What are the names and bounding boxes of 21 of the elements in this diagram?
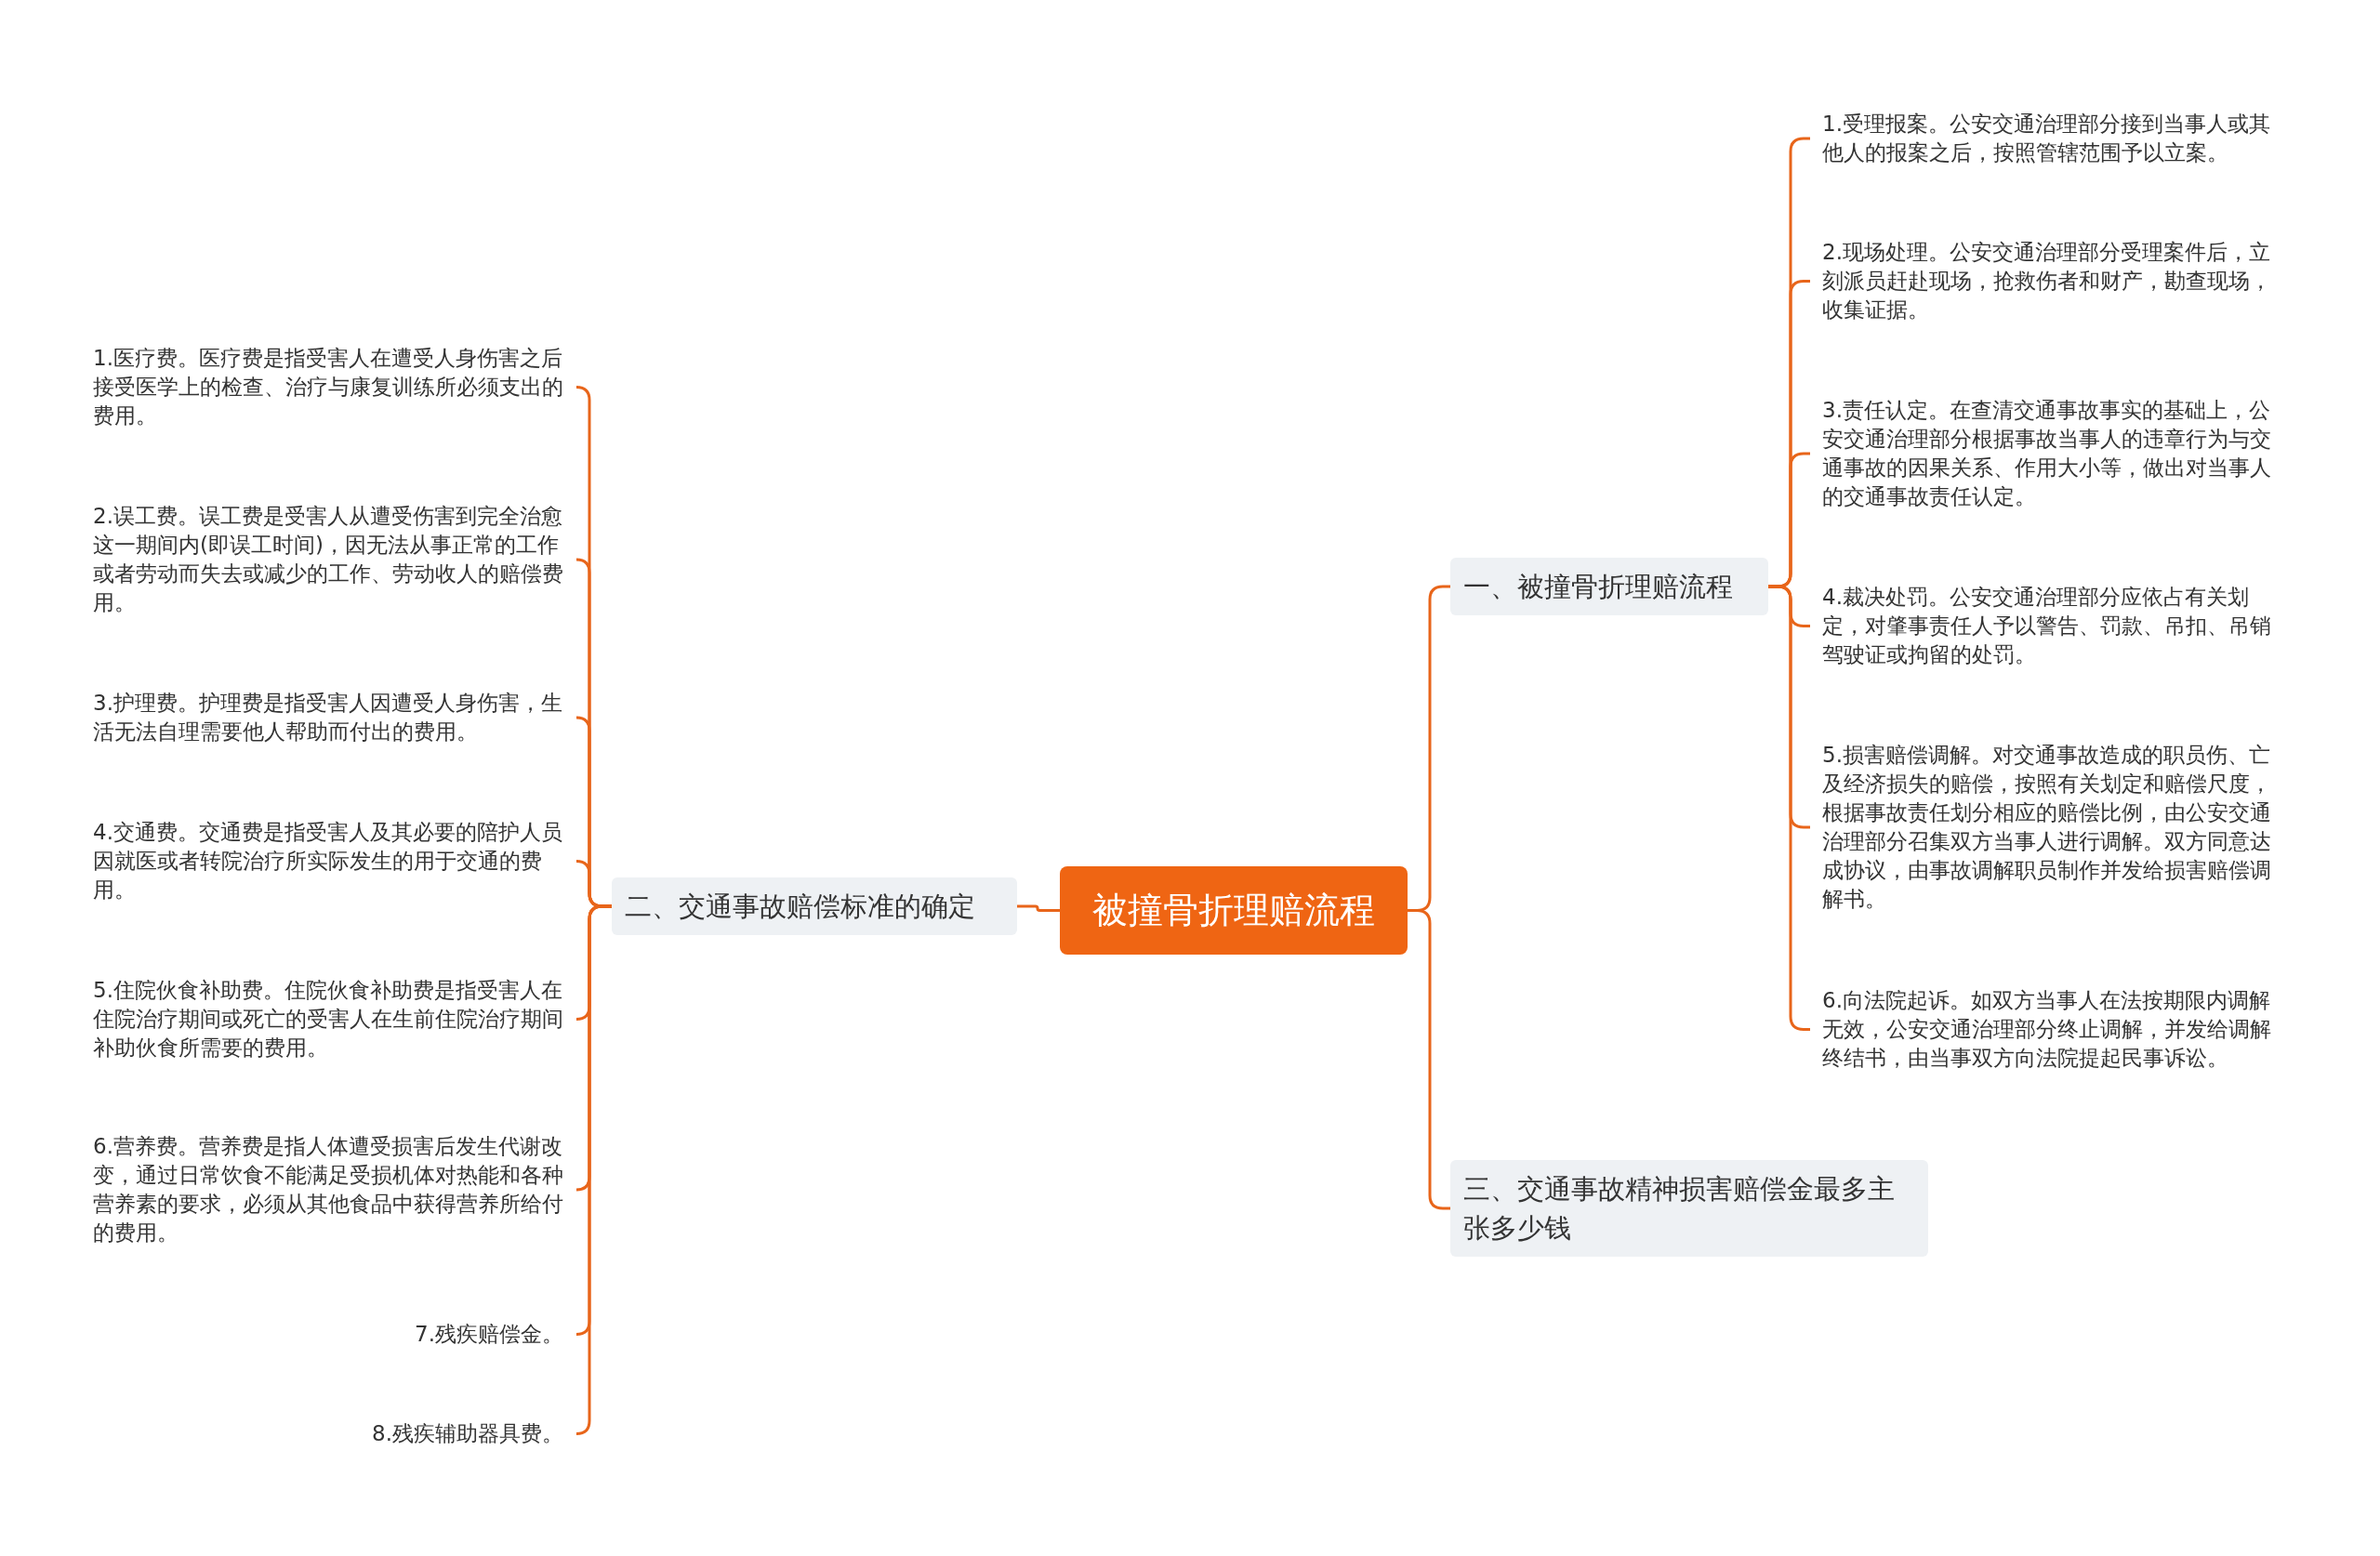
subtopic-text: 5.住院伙食补助费。住院伙食补助费是指受害人在住院治疗期间或死亡的受害人在生前住院治疗期间补助伙食所需要的费用。	[93, 976, 576, 1062]
central-topic-box: 被撞骨折理赔流程	[1060, 866, 1408, 955]
subtopic-text: 7.残疾赔偿金。	[415, 1320, 576, 1349]
subtopic-text: 4.交通费。交通费是指受害人及其必要的陪护人员因就医或者转院治疗所实际发生的用于交通的费用。	[93, 818, 576, 904]
subtopic-text: 1.受理报案。公安交通治理部分接到当事人或其他人的报案之后，按照管辖范围予以立案。	[1810, 110, 2286, 167]
connector-line	[1017, 904, 1060, 912]
subtopic-text: 3.责任认定。在查清交通事故事实的基础上，公安交通治理部分根据事故当事人的违章行为与交通事故的因果关系、作用大小等，做出对当事人的交通事故责任认定。	[1810, 396, 2286, 511]
subtopic-text: 6.向法院起诉。如双方当事人在法按期限内调解无效，公安交通治理部分终止调解，并发给调解终结书，由当事双方向法院提起民事诉讼。	[1810, 986, 2286, 1073]
connector-line	[1408, 909, 1450, 1210]
subtopic-text: 8.残疾辅助器具费。	[372, 1419, 576, 1448]
subtopic-text: 1.医疗费。医疗费是指受害人在遭受人身伤害之后接受医学上的检查、治疗与康复训练所必须支出的费用。	[93, 344, 576, 430]
topic-box: 三、交通事故精神损害赔偿金最多主张多少钱	[1450, 1160, 1928, 1257]
connector-line	[1768, 585, 1810, 1031]
subtopic-text: 3.护理费。护理费是指受害人因遭受人身伤害，生活无法自理需要他人帮助而付出的费用。	[93, 689, 576, 746]
subtopic-text: 5.损害赔偿调解。对交通事故造成的职员伤、亡及经济损失的赔偿，按照有关划定和赔偿尺度，根据事故责任划分相应的赔偿比例，由公安交通治理部分召集双方当事人进行调解。双方同意达成协议，由事故调解职员制作并发给损害赔偿调解书。	[1810, 741, 2286, 914]
topic-box: 一、被撞骨折理赔流程	[1450, 558, 1768, 615]
subtopic-text: 2.误工费。误工费是受害人从遭受伤害到完全治愈这一期间内(即误工时间)，因无法从事正常的工作或者劳动而失去或减少的工作、劳动收人的赔偿费用。	[93, 502, 576, 617]
subtopic-text: 2.现场处理。公安交通治理部分受理案件后，立刻派员赶赴现场，抢救伤者和财产，勘查现场，收集证据。	[1810, 238, 2286, 324]
subtopic-text: 6.营养费。营养费是指人体遭受损害后发生代谢改变，通过日常饮食不能满足受损机体对热能和各种营养素的要求，必须从其他食品中获得营养所给付的费用。	[93, 1132, 576, 1247]
subtopic-text: 4.裁决处罚。公安交通治理部分应依占有关划定，对肇事责任人予以警告、罚款、吊扣、吊销驾驶证或拘留的处罚。	[1810, 583, 2286, 669]
topic-box: 二、交通事故赔偿标准的确定	[612, 877, 1017, 935]
